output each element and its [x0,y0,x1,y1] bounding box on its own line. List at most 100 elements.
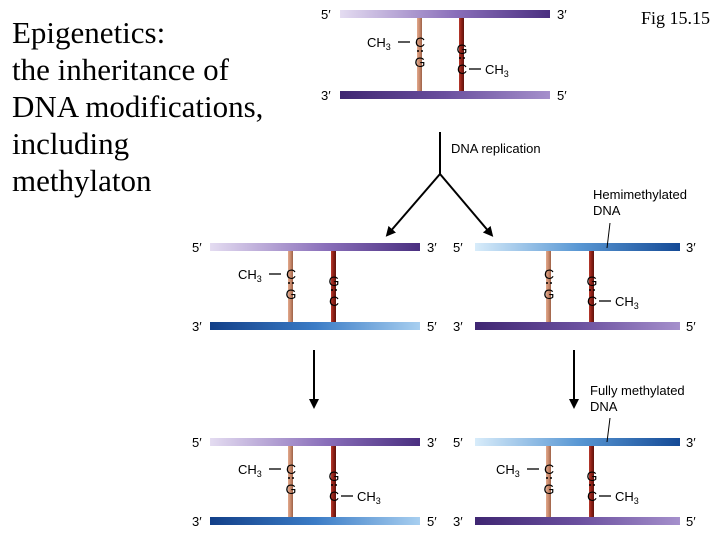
h-bond-dot [550,477,552,479]
end-5-prime: 5′ [686,514,696,529]
end-3-prime: 3′ [557,7,567,22]
h-bond-dot [459,57,461,59]
end-3-prime: 3′ [321,88,331,103]
title-line: including [12,126,130,161]
methyl-group: CH3 [238,267,262,284]
end-5-prime: 5′ [686,319,696,334]
methyl-group: CH3 [238,462,262,479]
top-strand [340,10,550,18]
title-line: Epigenetics: [12,15,166,50]
h-bond-dot [335,484,337,486]
arrow-to-right-duplex [439,173,494,237]
end-3-prime: 3′ [453,319,463,334]
base-g: G [587,273,598,289]
h-bond-dot [593,289,595,291]
base-g: G [544,286,555,302]
methyl-label: CH [496,462,515,477]
end-3-prime: 3′ [192,319,202,334]
base-g: G [415,54,426,70]
annotation-pointers [606,222,611,443]
methyl-subscript: 3 [634,301,639,311]
hydrogen-bonds [288,50,595,486]
base-g: G [286,481,297,497]
new-strand [475,438,680,446]
parent-duplex [340,10,550,99]
methyl-label: CH [238,267,257,282]
base-stick [589,446,594,517]
h-bond-dot [463,57,465,59]
h-bond-dot [288,282,290,284]
base-g: G [457,41,468,57]
base-g: G [329,273,340,289]
daughter-duplex-left-full [210,438,420,525]
new-strand [210,517,420,525]
new-strand [475,243,680,251]
dna-replication-label: DNA replication [451,141,541,156]
end-3-prime: 3′ [453,514,463,529]
hemimethylated-pointer [606,222,611,249]
methyl-subscript: 3 [376,496,381,506]
end-3-prime: 3′ [427,240,437,255]
daughter-duplex-left-hemi [210,243,420,330]
base-stick [546,446,551,517]
base-stick [288,251,293,322]
h-bond-dot [292,282,294,284]
methyl-subscript: 3 [386,42,391,52]
end-5-prime: 5′ [192,435,202,450]
h-bond-dot [546,282,548,284]
base-stick [459,18,464,91]
base-g: G [587,468,598,484]
methyl-bonds [269,41,611,497]
end-5-prime: 5′ [427,514,437,529]
h-bond-dot [550,282,552,284]
methyl-group: CH3 [496,462,520,479]
base-stick [288,446,293,517]
replication-arrows [309,132,579,409]
fully-methylated-pointer [606,417,611,443]
base-g: G [544,481,555,497]
arrow-to-left-duplex [385,173,441,237]
base-stick [331,446,336,517]
bottom-strand [340,91,550,99]
methyl-label: CH [485,62,504,77]
end-3-prime: 3′ [686,435,696,450]
parental-strand [210,438,420,446]
slide-title: Epigenetics: the inheritance of DNA modi… [12,14,312,199]
base-stick [417,18,422,91]
daughter-duplex-right-hemi [475,243,680,330]
methyl-subscript: 3 [634,496,639,506]
base-pairs: C G G C C G G C C G G C C G G C C G G C [286,34,598,504]
h-bond-dot [335,289,337,291]
methyl-label: CH [367,35,386,50]
end-5-prime: 5′ [557,88,567,103]
methyl-groups: CH3 CH3 CH3 CH3 CH3 CH3 CH3 CH3 [238,35,639,506]
methyl-subscript: 3 [504,69,509,79]
end-5-prime: 5′ [321,7,331,22]
end-3-prime: 3′ [192,514,202,529]
title-line: DNA modifications, [12,89,264,124]
hemimethylated-label: Hemimethylated [593,187,687,202]
h-bond-dot [589,289,591,291]
fully-methylated-label: Fully methylated [590,383,685,398]
base-c: C [329,293,339,309]
base-c: C [457,61,467,77]
parental-strand [210,243,420,251]
title-line: the inheritance of [12,52,229,87]
strand-end-labels: 5′ 3′ 3′ 5′ 5′ 3′ 5′ 3′ 3′ 5′ 3′ 5′ 5′ 3… [192,7,696,529]
h-bond-dot [288,477,290,479]
methyl-group: CH3 [485,62,509,79]
fully-methylated-label-line2: DNA [590,399,618,414]
methyl-group: CH3 [615,294,639,311]
methyl-group: CH3 [615,489,639,506]
end-3-prime: 3′ [686,240,696,255]
base-g: G [329,468,340,484]
base-c: C [544,461,554,477]
methyl-label: CH [357,489,376,504]
end-5-prime: 5′ [427,319,437,334]
base-c: C [286,266,296,282]
end-5-prime: 5′ [453,435,463,450]
hemimethylated-label-line2: DNA [593,203,621,218]
base-c: C [329,488,339,504]
base-c: C [286,461,296,477]
